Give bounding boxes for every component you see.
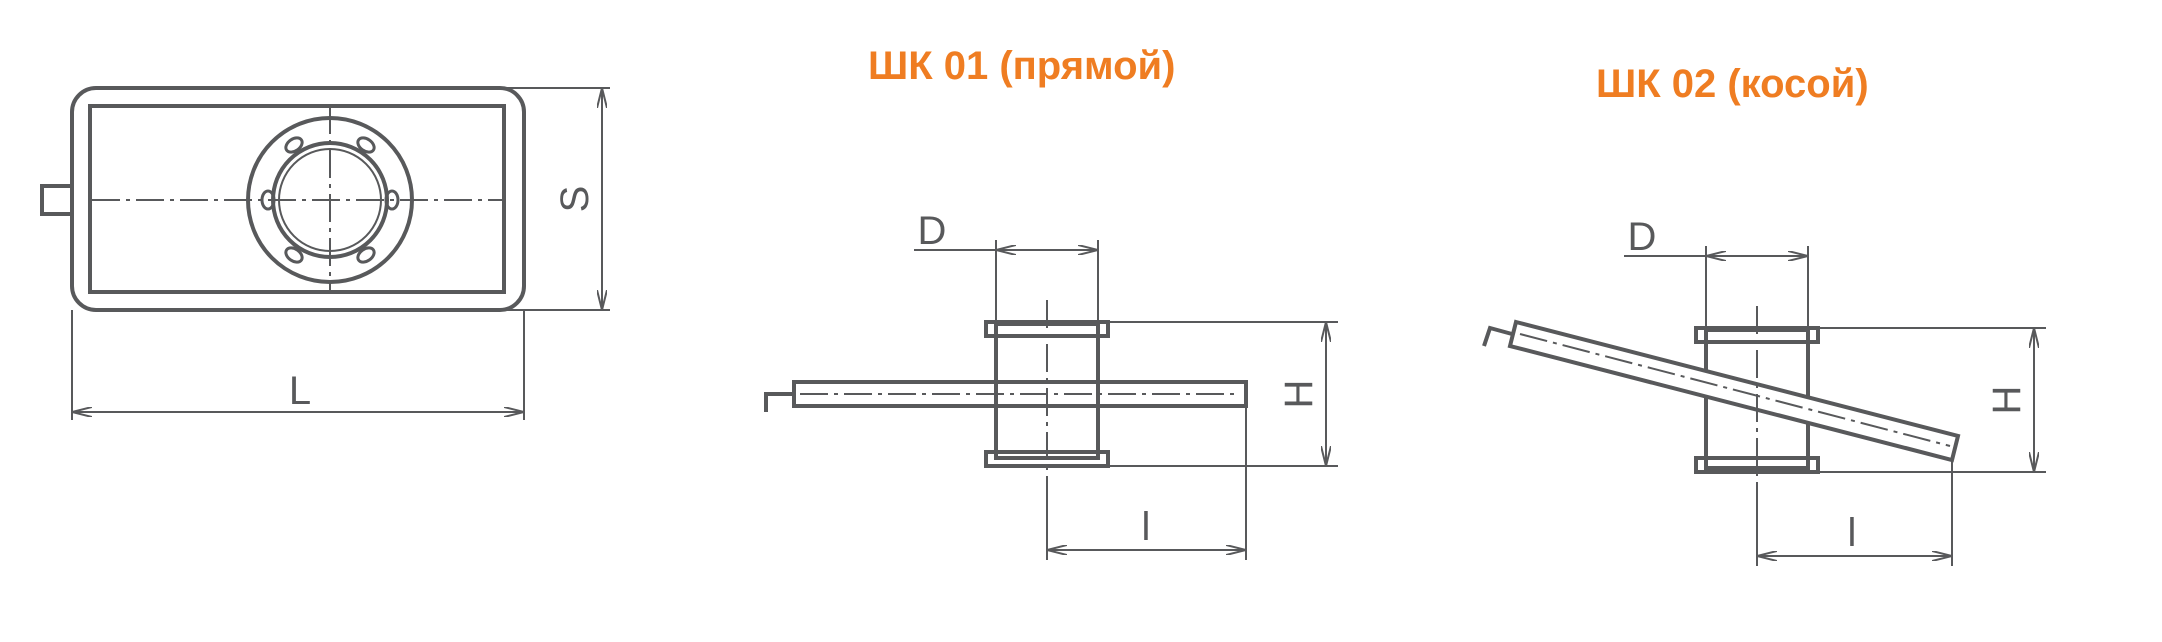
straight-dimension-D-label: D [918, 209, 947, 253]
body-inner [88, 104, 506, 294]
oblique-view [1482, 246, 2046, 566]
flange-bore-inner [278, 148, 382, 252]
dimension-L-label: L [289, 369, 311, 413]
straight-dimension-l [1046, 406, 1247, 560]
straight-dimension-D [914, 240, 1099, 324]
dimension-L [71, 310, 525, 420]
title-oblique: ШК 02 (косой) [1596, 62, 1869, 106]
oblique-dimension-H [1818, 327, 2046, 473]
straight-handle [764, 392, 794, 412]
oblique-dimension-H-label: H [1985, 386, 2029, 415]
flange-outer [246, 116, 414, 284]
oblique-dimension-D [1624, 246, 1809, 330]
straight-view [764, 240, 1338, 560]
dimension-S-label: S [553, 186, 597, 213]
oblique-dimension-l-label: l [1848, 511, 1857, 555]
bolt-holes [260, 136, 400, 264]
straight-dimension-H [1108, 321, 1338, 467]
straight-dimension-l-label: l [1142, 505, 1151, 549]
title-straight: ШК 01 (прямой) [868, 44, 1176, 88]
straight-dimension-H-label: H [1277, 380, 1321, 409]
oblique-dimension-l [1756, 460, 1953, 566]
dimension-S [500, 87, 610, 311]
oblique-handle [1482, 325, 1513, 347]
oblique-centerline-diag [1519, 333, 1951, 447]
top-view [40, 86, 610, 420]
side-stub [40, 184, 74, 216]
oblique-dimension-D-label: D [1628, 215, 1657, 259]
